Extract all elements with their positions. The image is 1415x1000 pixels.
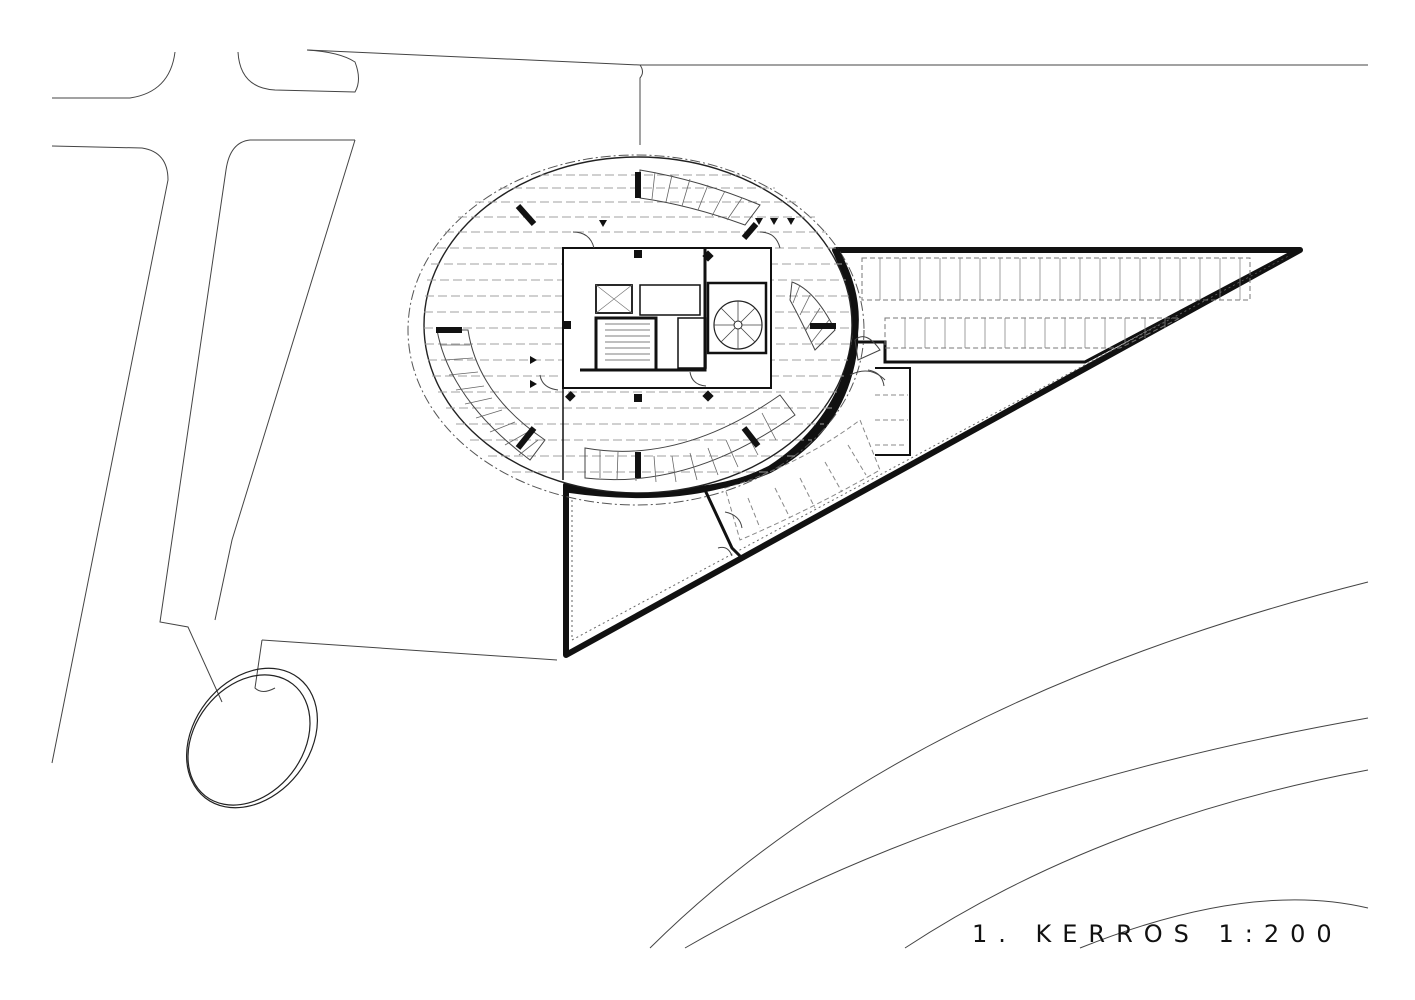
street-curb-left <box>51 145 169 764</box>
street-curb-top-left <box>52 51 176 99</box>
south-wing-door-1 <box>724 511 743 529</box>
tower-dashdot-boundary <box>407 154 865 506</box>
road-curve-4 <box>1079 899 1369 949</box>
north-parking-wing <box>838 248 1297 364</box>
elliptical-tower <box>407 154 886 506</box>
south-wing <box>703 367 911 558</box>
tower-columns <box>436 172 836 478</box>
site-context <box>51 49 1369 949</box>
pavilion-inner-ring <box>187 674 311 806</box>
north-wing-parking-stalls <box>861 257 1251 349</box>
entrance-arrow-2 <box>755 218 763 225</box>
core-outer-wall <box>562 247 772 389</box>
entrance-arrow-1 <box>599 220 607 227</box>
street-curb-left-inner <box>159 139 355 703</box>
tower-facade-thick-edge <box>565 246 859 499</box>
stalls-south <box>584 394 796 481</box>
road-curve-3 <box>904 769 1369 949</box>
stalls-north <box>639 169 761 226</box>
south-wing-ramp-stalls <box>724 394 908 541</box>
entrance-arrow-6 <box>530 380 537 388</box>
wing-entrance-door-2 <box>849 370 886 381</box>
south-wing-door-2 <box>717 546 733 557</box>
pavilion-ellipse <box>185 667 319 809</box>
entrance-arrow-5 <box>530 356 537 364</box>
road-curve-1 <box>649 581 1369 949</box>
wing-entrance-door <box>854 336 881 361</box>
plaza-edge <box>261 639 558 661</box>
stalls-east <box>789 281 836 351</box>
north-wing-wall <box>838 248 1297 364</box>
pillar-3 <box>564 321 571 329</box>
core-lift-cross <box>595 284 633 314</box>
pillar-1 <box>634 250 642 258</box>
column-se <box>741 426 761 448</box>
north-wing-stall-dividers <box>879 258 1241 348</box>
tower-ring-stall-dividers <box>440 171 830 483</box>
street-curb-top-mid <box>237 49 359 93</box>
column-sw <box>515 426 537 450</box>
pavilion-outer-ring <box>185 667 319 809</box>
spiral-stair-treads <box>714 301 762 349</box>
south-wing-room-wall <box>703 489 742 558</box>
pillar-5 <box>702 390 714 402</box>
pillar-4 <box>565 391 576 402</box>
stalls-west <box>436 329 546 461</box>
street-curb-left-inner-2 <box>214 139 356 621</box>
plaza-edge-left <box>254 639 276 692</box>
entrance-markers <box>530 218 795 388</box>
core-lift-shaft <box>595 284 633 314</box>
core-pillars <box>564 250 714 402</box>
core-inner-wall <box>580 248 707 372</box>
tower-ring-stalls <box>436 169 836 481</box>
entrance-arrow-4 <box>787 218 795 225</box>
south-wing-door-3 <box>867 369 885 387</box>
core-door-swing-1 <box>572 231 595 249</box>
tower-core <box>539 231 781 480</box>
core-stair-treads <box>605 323 650 361</box>
column-ne <box>741 222 759 240</box>
core-plot-lines <box>562 248 772 480</box>
triangle-wall-inner <box>571 255 1289 641</box>
pillar-6 <box>702 250 714 262</box>
core-door-swing-3 <box>539 374 559 391</box>
street-edge-top <box>306 49 1368 66</box>
plot-line-vertical <box>639 64 643 145</box>
core-service-room <box>639 284 701 316</box>
column-nw <box>515 204 537 226</box>
core-door-swing-2 <box>759 231 781 249</box>
pillar-2 <box>634 394 642 402</box>
core-door-swing-4 <box>689 371 707 387</box>
core-spiral-room <box>706 281 768 355</box>
entrance-arrow-3 <box>770 218 778 225</box>
road-curve-2 <box>684 717 1369 949</box>
south-wing-core-wall <box>875 367 911 456</box>
drawing-title: 1. KERROS 1:200 <box>972 920 1343 948</box>
